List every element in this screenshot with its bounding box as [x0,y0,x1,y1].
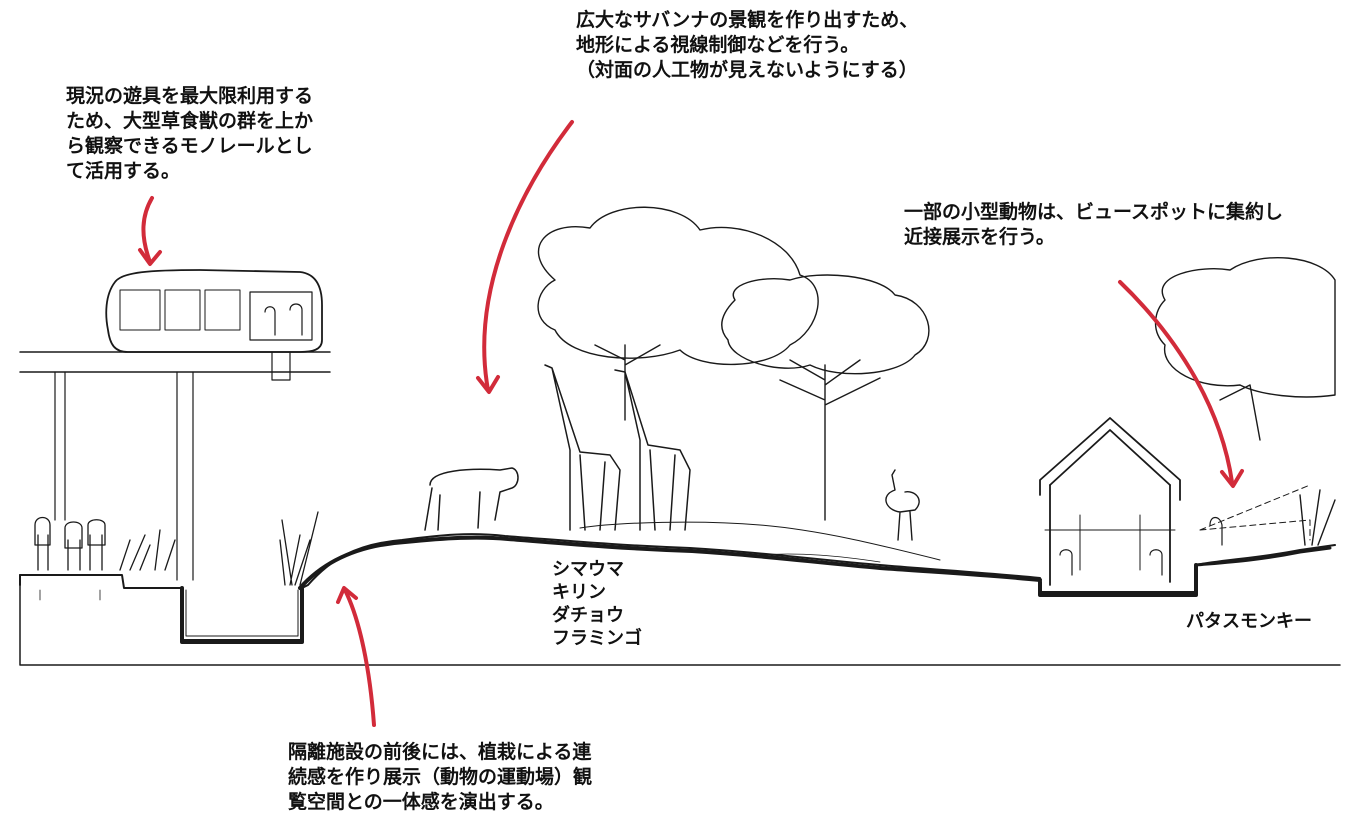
giraffes-sketch [544,364,691,531]
ground-section [19,521,1341,666]
arrow-monorail [141,196,154,264]
arrow-small-animals [1118,280,1234,484]
arrow-monorail-head [138,248,162,266]
arrow-small-animals-head [1220,469,1244,488]
annotation-monorail: 現況の遊具を最大限利用する ため、大型草食獣の群を上か ら観察できるモノレールと… [66,85,314,182]
annotation-isolation: 隔離施設の前後には、植栽による連 続感を作り展示（動物の運動場）観 覧空間との一… [288,741,593,813]
view-house [1039,417,1311,586]
ostrich-sketch [885,469,920,541]
arrow-savanna-head [476,375,500,394]
monorail [19,269,331,581]
label-savanna-animals: シマウマ キリン ダチョウ フラミンゴ [552,559,642,649]
left-visitors [34,511,319,586]
arrow-isolation [343,588,376,727]
zebra-sketch [424,467,519,531]
trees-sketch [537,206,1336,546]
annotation-savanna: 広大なサバンナの景観を作り出すため、 地形による視線制御などを行う。 （対面の人… [576,9,919,81]
arrow-savanna [482,120,574,392]
label-monkey: パタスモンキー [1186,611,1312,632]
annotation-small-animals: 一部の小型動物は、ビュースポットに集約し 近接展示を行う。 [904,201,1284,248]
arrow-isolation-head [336,586,358,604]
